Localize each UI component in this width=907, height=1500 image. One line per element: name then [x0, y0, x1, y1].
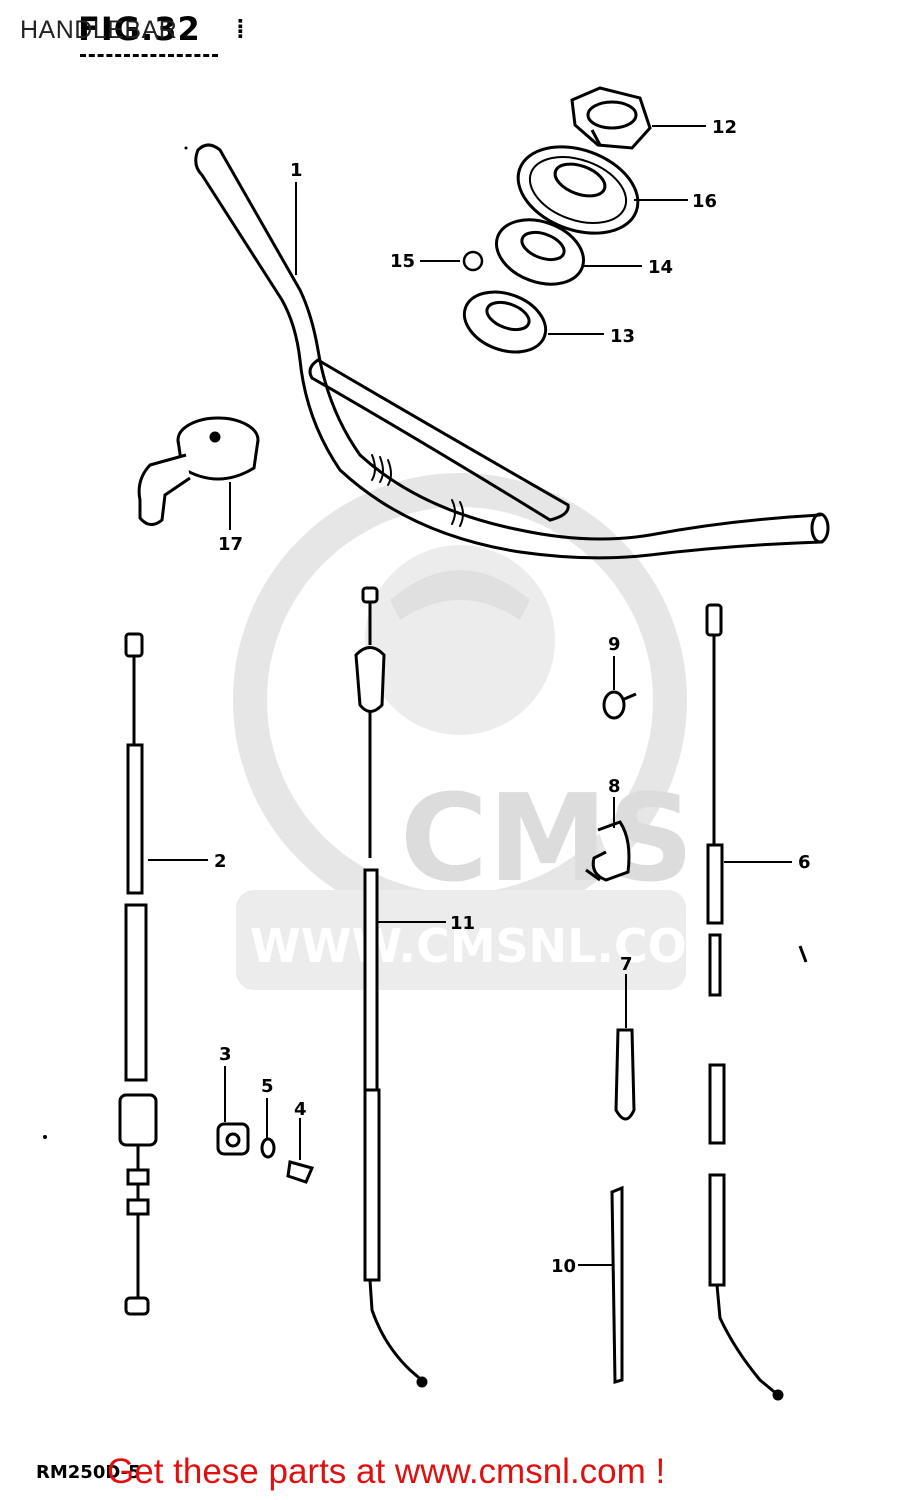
callout-2: 2 [214, 851, 227, 872]
watermark-url: WWW.CMSNL.COM [250, 919, 733, 973]
callout-7: 7 [620, 954, 633, 975]
callout-15: 15 [390, 251, 415, 272]
bolt-9-part [602, 690, 637, 720]
callout-17: 17 [218, 534, 243, 555]
boot-part [614, 1028, 636, 1121]
washer-part [494, 218, 586, 286]
callout-16: 16 [692, 191, 717, 212]
page-title: HANDLEBAR [20, 16, 178, 44]
handlebar-part [194, 143, 830, 560]
callout-12: 12 [712, 117, 737, 138]
callout-1: 1 [290, 160, 303, 181]
adjuster-part [216, 1122, 250, 1156]
rubber-ring-part [516, 145, 640, 235]
scan-specks [43, 146, 808, 1139]
nut-5-part [260, 1137, 276, 1159]
callout-4: 4 [294, 1099, 307, 1120]
cms-watermark: CMS WWW.CMSNL.COM [233, 473, 733, 990]
callout-6: 6 [798, 852, 811, 873]
callout-10: 10 [551, 1256, 576, 1277]
screw-4-part [286, 1160, 315, 1184]
callout-labels: 1 2 3 4 5 6 7 8 9 10 11 12 13 14 15 16 1… [214, 117, 811, 1277]
small-nut-part [462, 250, 484, 272]
figure-label: FIG.32 [78, 10, 201, 48]
callout-3: 3 [219, 1044, 232, 1065]
callout-5: 5 [261, 1076, 274, 1097]
switch-assembly-part [137, 416, 260, 526]
cable-clamp-part [585, 820, 631, 882]
leader-lines [148, 125, 792, 1266]
promo-link[interactable]: Get these parts at www.cmsnl.com ! [107, 1452, 666, 1491]
callout-14: 14 [648, 257, 673, 278]
callout-11: 11 [450, 913, 475, 934]
callout-13: 13 [610, 326, 635, 347]
model-code: RM250D-5 [36, 1462, 141, 1483]
figure-underline [80, 54, 218, 57]
clamp-nut-part [570, 86, 652, 150]
callout-8: 8 [608, 776, 621, 797]
cable-center-part [354, 586, 428, 1388]
cable-left-part [118, 632, 158, 1316]
figure-tick-mark: ⁞ [236, 14, 245, 44]
callout-9: 9 [608, 634, 621, 655]
cable-right-part [705, 603, 784, 1401]
tie-strap-part [610, 1185, 624, 1384]
cushion-part [462, 290, 548, 354]
watermark-brand: CMS [400, 770, 694, 909]
